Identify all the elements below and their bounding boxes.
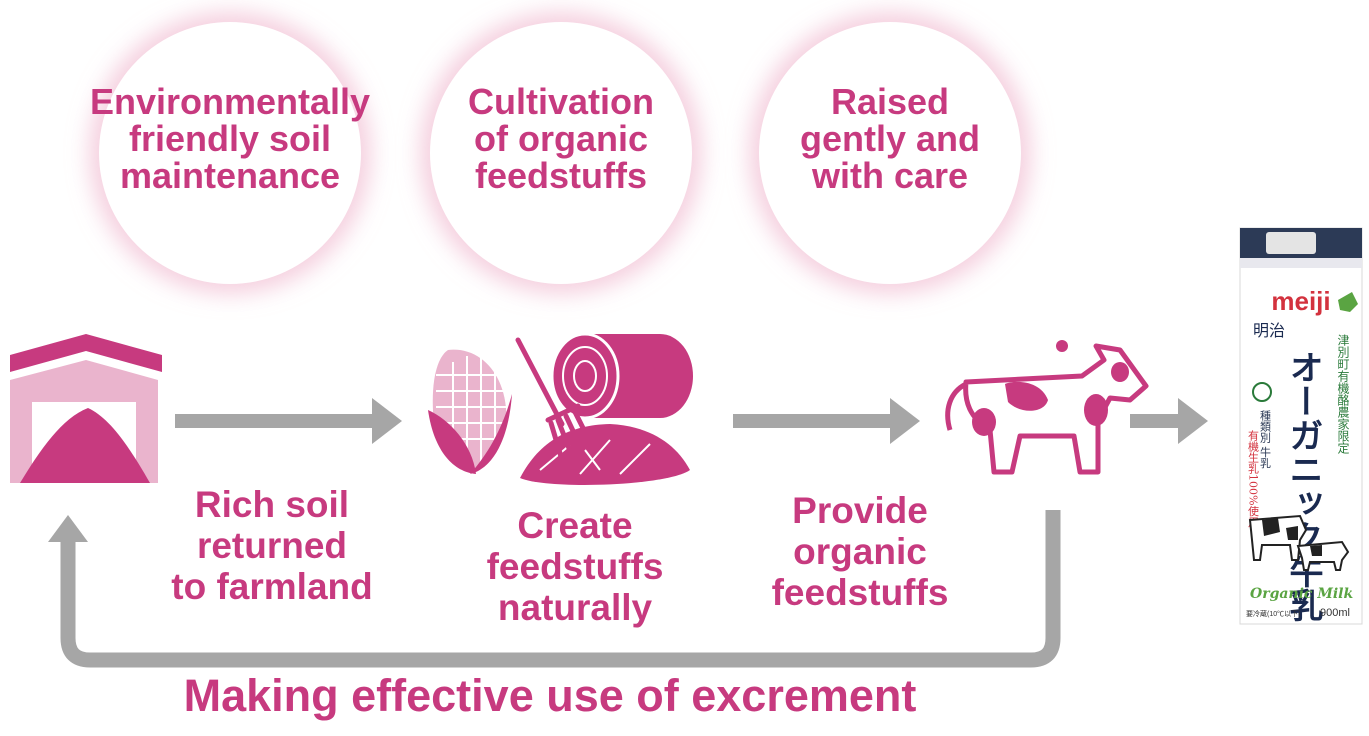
bubble-label: Raised gently and with care <box>799 80 981 196</box>
pitchfork-icon <box>515 337 594 463</box>
step-label-feed: Create feedstuffs naturally <box>486 505 664 628</box>
cow-icon <box>945 340 1149 475</box>
carton-cows-illustration <box>1248 514 1350 571</box>
step-label-provide: Provide organic feedstuffs <box>771 490 949 613</box>
carton-product-name: オーガニック牛乳 <box>1283 350 1323 622</box>
arrow-right <box>175 398 402 444</box>
carton-english-name: Organic Milk <box>1250 586 1353 602</box>
carton-maker: 明治 <box>1253 321 1285 340</box>
return-loop-arrow <box>48 510 1061 668</box>
carton-organic: 有機生乳100%使用 <box>1247 429 1260 528</box>
cycle-caption: Making effective use of excrement <box>183 670 917 721</box>
organic-jas-mark <box>1252 382 1272 402</box>
bubble-label: Cultivation of organic feedstuffs <box>468 80 654 196</box>
bubble-label: Environmentally friendly soil maintenanc… <box>89 80 371 196</box>
corn-icon <box>428 349 512 474</box>
carton-volume: 900ml <box>1320 607 1350 619</box>
bubble-soil-maintenance: Environmentally friendly soil maintenanc… <box>90 22 370 284</box>
carton-type: 種類別 牛乳 <box>1259 409 1272 469</box>
arrow-right <box>733 398 920 444</box>
step-label-soil: Rich soil returned to farmland <box>171 484 373 607</box>
arrow-right <box>1130 398 1208 444</box>
hay-bale-icon <box>520 332 693 485</box>
milk-carton-image: meiji 明治 オーガニック牛乳 津別町有機酪農家限定 種類別 牛乳 有機生乳… <box>1239 227 1363 625</box>
soil-pile-icon <box>20 408 150 483</box>
hokkaido-map-icon <box>1338 292 1358 312</box>
carton-region: 津別町有機酪農家限定 <box>1336 334 1350 455</box>
bubble-raised-gently: Raised gently and with care <box>759 22 1021 284</box>
bubble-organic-feed: Cultivation of organic feedstuffs <box>430 22 692 284</box>
cow-spots <box>972 362 1129 436</box>
carton-storage: 要冷蔵(10℃以下) <box>1246 609 1300 618</box>
barn-icon <box>10 334 162 483</box>
carton-brand: meiji <box>1271 286 1330 316</box>
